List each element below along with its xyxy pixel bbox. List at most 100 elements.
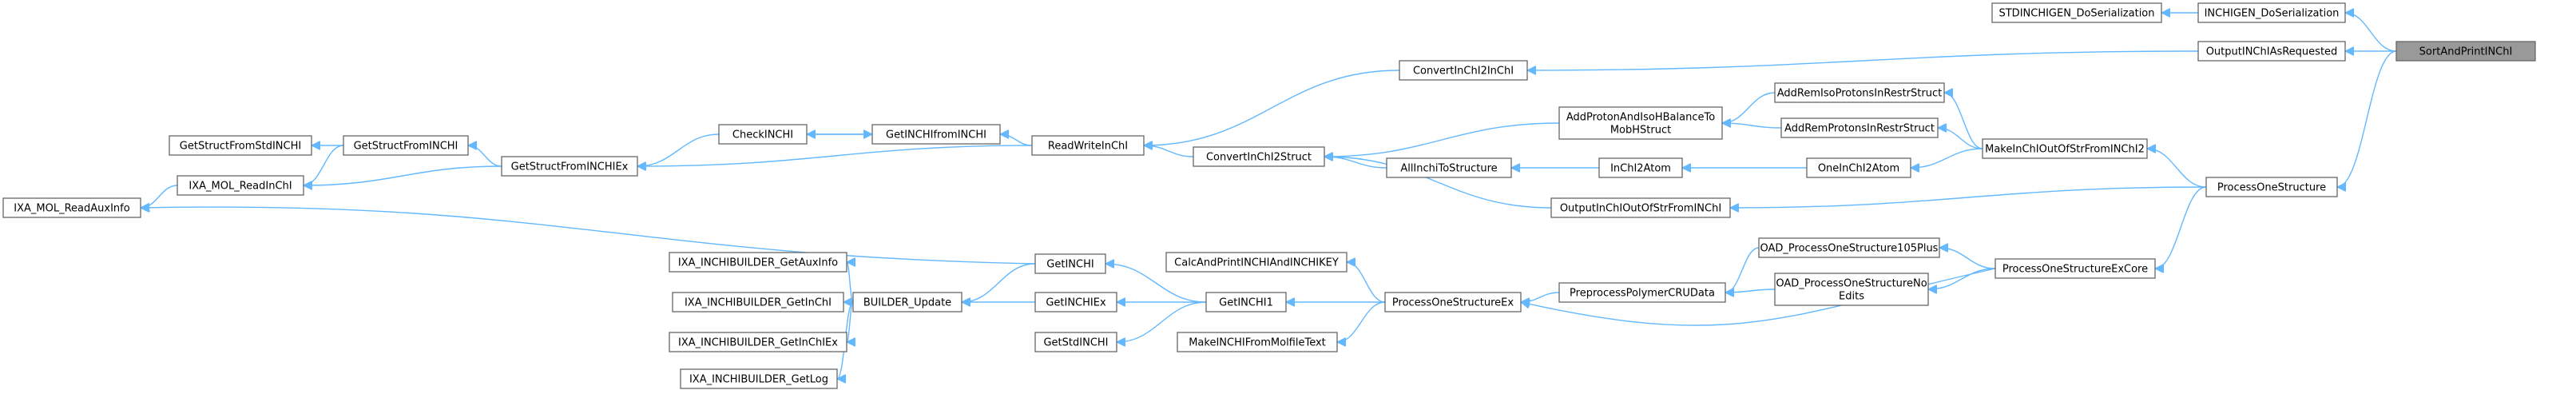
node-box (669, 252, 847, 273)
node-label: IXA_INCHIBUILDER_GetLog (689, 374, 828, 386)
node-box (2, 197, 141, 218)
node-label: BUILDER_Update (863, 297, 951, 309)
node-getstdinchi[interactable]: GetStdINCHI (1034, 332, 1117, 352)
node-builder-update[interactable]: BUILDER_Update (852, 292, 963, 312)
node-box (680, 368, 838, 389)
edge-calcandprintinchiandinchikey-to-processonestructureex (1346, 262, 1386, 303)
node-box (343, 135, 469, 156)
edge-preprocesspolymercrudata-to-oad-processonestructurenoedits (1725, 289, 1776, 293)
node-checkinchi[interactable]: CheckINCHI (718, 124, 808, 145)
node-label: ReadWriteInChI (1048, 141, 1128, 153)
node-makeinchifrommolfiletext[interactable]: MakeINCHIFromMolfileText (1177, 332, 1338, 352)
edge-convertinchi2inchi-to-outputinchiasrequested (1527, 50, 2199, 70)
node-label: MobHStruct (1610, 125, 1671, 137)
graph-edges (141, 13, 2397, 379)
node-label: ProcessOneStructureEx (1392, 297, 1514, 309)
node-label: GetINCHI1 (1219, 297, 1273, 309)
node-box (2395, 41, 2536, 62)
graph-nodes: SortAndPrintINChI INCHIGEN_DoSerializatio… (2, 2, 2536, 389)
node-box (1806, 157, 1911, 178)
node-oneinchi2atom[interactable]: OneInChI2Atom (1806, 157, 1911, 178)
node-preprocesspolymercrudata[interactable]: PreprocessPolymerCRUData (1558, 282, 1726, 303)
node-box (1034, 253, 1106, 274)
node-label: ProcessOneStructure (2217, 182, 2326, 194)
node-calcandprintinchiandinchikey[interactable]: CalcAndPrintINCHIAndINCHIKEY (1165, 252, 1348, 273)
node-readwriteinchi[interactable]: ReadWriteInChI (1031, 135, 1145, 156)
node-box (1205, 292, 1287, 312)
node-stdinchigen-doserialization[interactable]: STDINCHIGEN_DoSerialization (1991, 2, 2162, 23)
node-label: OutputINChIAsRequested (2206, 46, 2338, 58)
node-box (1558, 282, 1726, 303)
edge-ixa-mol-readauxinfo-to-getinchi (141, 207, 1036, 265)
edge-processonestructure-to-sortandprintinchi (2336, 50, 2397, 187)
node-processonestructureexcore[interactable]: ProcessOneStructureExCore (1995, 258, 2156, 279)
node-label: OneInChI2Atom (1818, 163, 1899, 175)
edge-readwriteinchi-to-convertinchi2struct (1144, 145, 1194, 157)
node-label: INCHIGEN_DoSerialization (2205, 8, 2340, 20)
node-ixa-inchibuilder-getauxinfo[interactable]: IXA_INCHIBUILDER_GetAuxInfo (669, 252, 847, 273)
node-label: PreprocessPolymerCRUData (1570, 288, 1715, 300)
node-label: Edits (1839, 291, 1864, 303)
edge-addremisoprotonsinrestrstruct-to-makeinchioutofstrfrominchi2 (1943, 93, 1983, 149)
node-inchi2atom[interactable]: InChI2Atom (1598, 157, 1683, 178)
node-getstructfrominchi[interactable]: GetStructFromINCHI (343, 135, 469, 156)
node-getinchifrominchi[interactable]: GetINCHIfromINCHI (871, 124, 1001, 145)
node-box (1193, 146, 1325, 167)
node-outputinchioutofstrfrominchi[interactable]: OutputInChIOutOfStrFromINChI (1550, 197, 1731, 218)
node-sortandprintinchi[interactable]: SortAndPrintINChI (2395, 41, 2536, 62)
node-getinchi1[interactable]: GetINCHI1 (1205, 292, 1287, 312)
edge-oad-processonestructure105plus-to-processonestructureexcore (1939, 248, 1996, 269)
node-oad-processonestructure105plus[interactable]: OAD_ProcessOneStructure105Plus (1758, 237, 1940, 258)
node-box (1031, 135, 1145, 156)
node-ixa-mol-readinchi[interactable]: IXA_MOL_ReadInChI (177, 175, 304, 196)
node-label: ConvertInChI2Struct (1206, 152, 1312, 164)
node-label: IXA_INCHIBUILDER_GetInChI (685, 297, 832, 309)
node-label: AddProtonAndIsoHBalanceTo (1566, 112, 1715, 124)
node-convertinchi2struct[interactable]: ConvertInChI2Struct (1193, 146, 1325, 167)
node-box (1177, 332, 1338, 352)
node-box (501, 156, 638, 177)
node-allinchitostructure[interactable]: AllInchiToStructure (1386, 157, 1512, 178)
node-processonestructureex[interactable]: ProcessOneStructureEx (1384, 292, 1522, 312)
node-box (852, 292, 963, 312)
edge-convertinchi2struct-to-outputinchioutofstrfrominchi (1324, 157, 1552, 209)
node-label: IXA_MOL_ReadInChI (189, 181, 292, 193)
node-ixa-inchibuilder-getinchi[interactable]: IXA_INCHIBUILDER_GetInChI (672, 292, 844, 312)
node-label: InChI2Atom (1610, 163, 1671, 175)
node-getstructfrominchiex[interactable]: GetStructFromINCHIEx (501, 156, 638, 177)
edge-builder-update-to-getinchi (962, 263, 1036, 302)
node-label: AllInchiToStructure (1400, 163, 1497, 175)
node-label: CheckINCHI (732, 129, 793, 141)
node-box (1991, 2, 2162, 23)
node-inchigen-doserialization[interactable]: INCHIGEN_DoSerialization (2197, 2, 2346, 23)
node-label: IXA_INCHIBUILDER_GetAuxInfo (678, 257, 838, 269)
node-box (871, 124, 1001, 145)
node-processonestructure[interactable]: ProcessOneStructure (2205, 177, 2338, 197)
node-convertinchi2inchi[interactable]: ConvertInChI2InChI (1399, 60, 1528, 81)
node-label: GetStructFromINCHIEx (511, 161, 629, 173)
node-box (169, 135, 312, 156)
node-box (1034, 292, 1117, 312)
node-label: IXA_MOL_ReadAuxInfo (14, 203, 129, 215)
node-box (1550, 197, 1731, 218)
node-ixa-mol-readauxinfo[interactable]: IXA_MOL_ReadAuxInfo (2, 197, 141, 218)
node-ixa-inchibuilder-getlog[interactable]: IXA_INCHIBUILDER_GetLog (680, 368, 838, 389)
node-box (2205, 177, 2338, 197)
node-addremisoprotonsinrestrstruct[interactable]: AddRemIsoProtonsInRestrStruct (1774, 82, 1945, 103)
node-box (1165, 252, 1348, 273)
node-ixa-inchibuilder-getinchiex[interactable]: IXA_INCHIBUILDER_GetInChIEx (669, 332, 847, 352)
node-getinchi[interactable]: GetINCHI (1034, 253, 1106, 274)
node-makeinchioutofstrfrominchi2[interactable]: MakeInChIOutOfStrFromINChI2 (1982, 138, 2148, 159)
node-box (1558, 106, 1723, 140)
node-label: GetINCHI (1046, 259, 1094, 271)
node-label: ConvertInChI2InChI (1413, 66, 1514, 78)
node-box (1758, 237, 1940, 258)
node-outputinchiasrequested[interactable]: OutputINChIAsRequested (2197, 41, 2346, 62)
edge-getstructfrominchiex-to-readwriteinchi (637, 145, 1033, 166)
node-box (1982, 138, 2148, 159)
node-getstructfromstdinchi[interactable]: GetStructFromStdINCHI (169, 135, 312, 156)
node-addremprotonsinrestrstruct[interactable]: AddRemProtonsInRestrStruct (1780, 117, 1939, 138)
node-getinchiex[interactable]: GetINCHIEx (1034, 292, 1117, 312)
